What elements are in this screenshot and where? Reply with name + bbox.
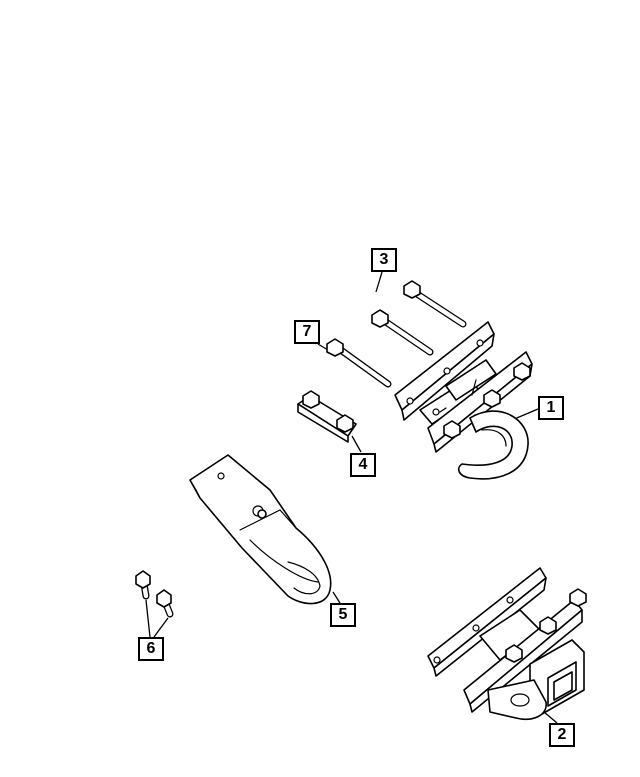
- bolt-on-tow-hook: [189, 454, 332, 605]
- bolt-middle: [371, 309, 434, 356]
- leader-6b: [153, 617, 169, 638]
- retainer-plate: [297, 390, 357, 443]
- leader-lines: [145, 271, 558, 724]
- bolt-upper: [403, 280, 467, 328]
- callout-5: 5: [330, 603, 356, 627]
- callout-1: 1: [538, 396, 564, 420]
- leader-3: [375, 271, 383, 293]
- callout-3: 3: [371, 248, 397, 272]
- callout-4: 4: [350, 453, 376, 477]
- leader-4: [351, 435, 362, 453]
- callout-7: 7: [294, 320, 320, 344]
- leader-5: [332, 591, 341, 604]
- callout-6: 6: [138, 637, 164, 661]
- callout-2: 2: [549, 723, 575, 747]
- hex-bolts-pair: [135, 570, 174, 618]
- leader-6a: [145, 599, 151, 638]
- leader-2: [543, 711, 558, 724]
- bolt-lower: [326, 338, 392, 388]
- tow-hook-bracket: [394, 321, 533, 480]
- receiver-hitch: [427, 567, 587, 720]
